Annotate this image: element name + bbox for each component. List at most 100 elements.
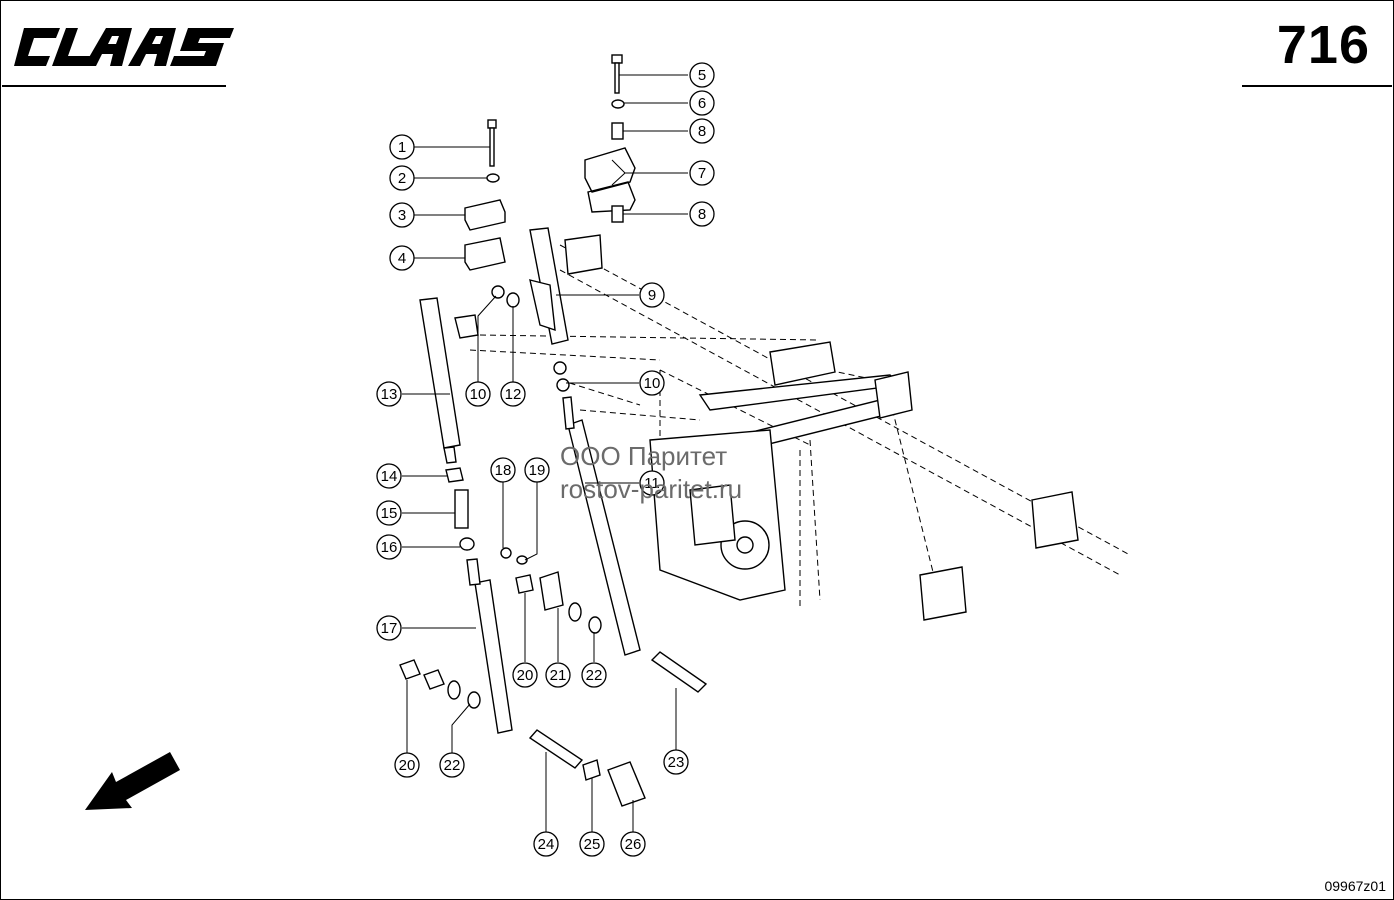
svg-text:3: 3: [398, 207, 406, 224]
part-washer-2: [486, 173, 500, 183]
shaft-assembly: [564, 234, 1079, 621]
callout-16: 16: [376, 534, 402, 560]
part-washer-22b: [447, 680, 461, 700]
callout-1: 1: [389, 134, 415, 160]
part-rod-11: [567, 419, 641, 656]
part-nut-20a: [515, 574, 534, 594]
gearbox-housing: [649, 429, 786, 601]
callout-7: 7: [689, 160, 715, 186]
callout-21: 21: [545, 662, 571, 688]
callout-12: 12: [500, 381, 526, 407]
part-bushing-8-top: [611, 122, 624, 140]
claas-logo: [14, 28, 234, 66]
part-nut-20c: [423, 669, 445, 690]
part-nut-16: [459, 537, 475, 551]
svg-text:4: 4: [398, 250, 406, 267]
svg-text:10: 10: [644, 375, 661, 392]
part-clamp-3: [464, 199, 506, 231]
callout-2: 2: [389, 165, 415, 191]
part-bolt-5: [611, 54, 623, 94]
part-nut-20b: [399, 659, 421, 680]
callout-26: 26: [620, 831, 646, 857]
svg-text:7: 7: [698, 165, 706, 182]
part-lever-17: [474, 579, 513, 734]
watermark-url: rostov-paritet.ru: [560, 474, 743, 504]
header-rule-left: [2, 85, 226, 87]
svg-text:18: 18: [495, 462, 512, 479]
svg-text:17: 17: [381, 620, 398, 637]
callout-20-mid: 20: [512, 662, 538, 688]
part-washer-22a2: [588, 616, 602, 634]
callout-11: 11: [639, 470, 665, 496]
callout-22-mid: 22: [581, 662, 607, 688]
callout-19: 19: [524, 457, 550, 483]
page-number: 716: [1276, 15, 1370, 75]
svg-text:9: 9: [648, 287, 656, 304]
part-threaded-end-17: [466, 558, 481, 586]
svg-text:14: 14: [381, 468, 398, 485]
part-nut-14: [445, 467, 464, 483]
callout-15: 15: [376, 500, 402, 526]
part-bolt-1: [487, 119, 497, 167]
header-rule-right: [1242, 85, 1392, 87]
part-washer-6: [611, 99, 625, 109]
svg-text:23: 23: [668, 754, 685, 771]
svg-text:20: 20: [517, 667, 534, 684]
svg-text:11: 11: [644, 475, 660, 492]
callout-20-low: 20: [394, 752, 420, 778]
svg-text:12: 12: [505, 386, 522, 403]
part-bracket-9: [529, 279, 556, 332]
svg-text:10: 10: [470, 386, 487, 403]
svg-text:16: 16: [381, 539, 398, 556]
assembly-context-outline: [469, 244, 1131, 610]
svg-text:21: 21: [550, 667, 567, 684]
part-plate-21: [539, 571, 564, 611]
watermark: ООО Паритет rostov-paritet.ru: [560, 440, 742, 506]
part-clamp-7: [584, 147, 636, 213]
part-lever-13: [419, 297, 461, 449]
svg-text:15: 15: [381, 505, 398, 522]
svg-text:20: 20: [399, 757, 416, 774]
part-clevis-13: [454, 314, 479, 339]
callout-22-low: 22: [439, 752, 465, 778]
callout-8-bottom: 8: [689, 201, 715, 227]
part-bushing-8-bottom: [611, 205, 624, 223]
callout-10-left: 10: [465, 381, 491, 407]
svg-text:24: 24: [538, 836, 555, 853]
svg-text:25: 25: [584, 836, 601, 853]
callout-10-right: 10: [639, 370, 665, 396]
part-clip-26: [607, 761, 646, 807]
callout-13: 13: [376, 381, 402, 407]
part-nut-10: [491, 285, 505, 299]
callout-3: 3: [389, 202, 415, 228]
callout-6: 6: [689, 90, 715, 116]
callout-8-top: 8: [689, 118, 715, 144]
svg-text:13: 13: [381, 386, 398, 403]
callout-24: 24: [533, 831, 559, 857]
callout-5: 5: [689, 62, 715, 88]
leader-lines: [402, 74, 688, 832]
part-threaded-rod-23: [650, 651, 708, 693]
part-washer-22c: [467, 691, 481, 709]
svg-text:8: 8: [698, 123, 706, 140]
svg-text:6: 6: [698, 95, 706, 112]
direction-arrow-icon: [85, 752, 180, 810]
svg-text:19: 19: [529, 462, 546, 479]
svg-text:22: 22: [444, 757, 461, 774]
part-coupler-15: [454, 489, 469, 529]
svg-text:2: 2: [398, 170, 406, 187]
part-nut-18: [500, 547, 512, 559]
part-washer-22a: [568, 602, 582, 622]
part-nut-25: [582, 759, 601, 781]
callout-4: 4: [389, 245, 415, 271]
callout-18: 18: [490, 457, 516, 483]
part-washer-10b: [556, 378, 570, 392]
drawing-code: 09967z01: [1324, 878, 1386, 894]
part-threaded-end-13: [443, 446, 457, 464]
part-screw-19: [516, 555, 528, 565]
svg-text:26: 26: [625, 836, 642, 853]
svg-text:8: 8: [698, 206, 706, 223]
part-nut-10b: [553, 361, 567, 375]
part-threaded-rod-24: [528, 729, 584, 769]
